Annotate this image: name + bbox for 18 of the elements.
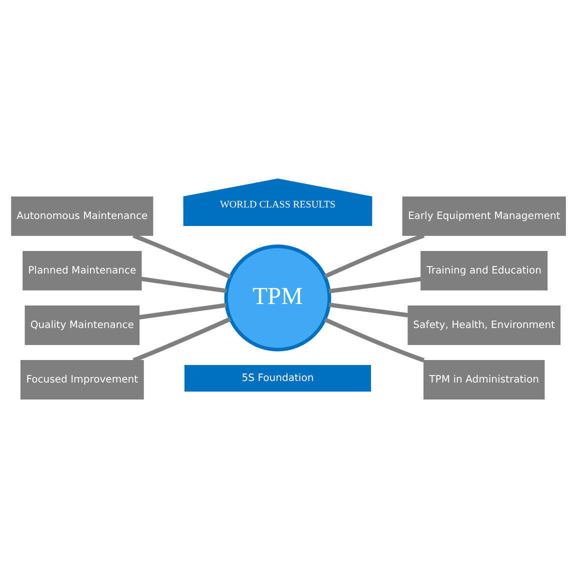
connector bbox=[328, 302, 408, 317]
node-box: 5S Foundation bbox=[184, 364, 371, 392]
connector bbox=[132, 316, 232, 362]
node-box: Quality Maintenance bbox=[24, 305, 140, 344]
node-box: Early Equipment Management bbox=[402, 196, 566, 236]
connector bbox=[141, 276, 227, 292]
connector bbox=[324, 233, 425, 278]
node-box: Focused Improvement bbox=[20, 360, 144, 399]
connector bbox=[132, 233, 232, 278]
node-box: Safety, Health, Environment bbox=[408, 305, 560, 344]
connector bbox=[139, 302, 227, 319]
node-circle: TPM bbox=[224, 244, 332, 351]
node-box: Autonomous Maintenance bbox=[11, 196, 154, 236]
connector bbox=[324, 317, 425, 362]
connector bbox=[328, 276, 422, 293]
node-box: Planned Maintenance bbox=[22, 250, 142, 290]
node-box: Training and Education bbox=[420, 250, 548, 290]
node-box: TPM in Administration bbox=[423, 360, 545, 399]
